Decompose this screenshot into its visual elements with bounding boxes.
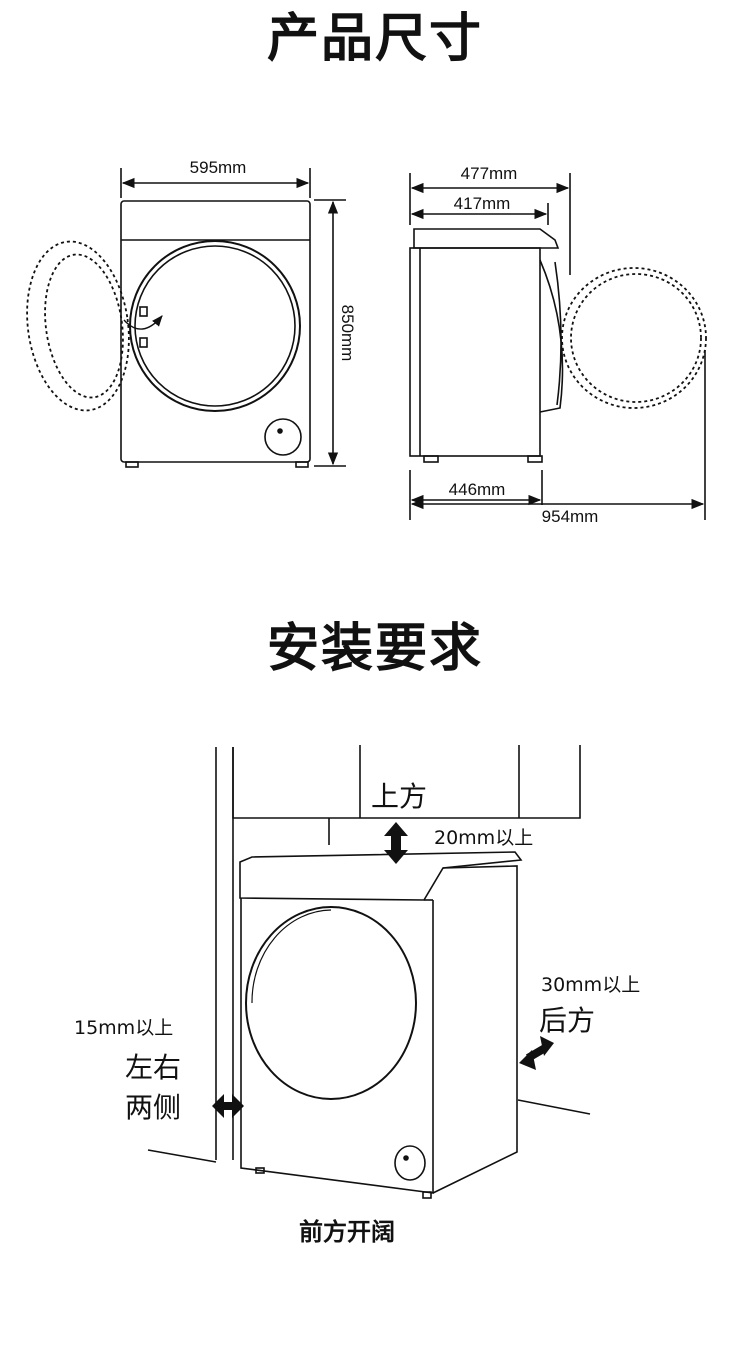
side-label-line1: 左右 [125, 1051, 181, 1084]
top-clearance-arrow [384, 822, 408, 864]
top-clearance-label: 20mm以上 [434, 827, 533, 849]
side-depth-door-open-label: 954mm [542, 507, 599, 526]
side-depth-body-label: 417mm [454, 194, 511, 213]
installation-requirements-title: 安装要求 [266, 619, 483, 679]
side-label-line2: 两侧 [125, 1091, 181, 1124]
back-clearance-arrow [519, 1036, 554, 1070]
product-dimensions-title: 产品尺寸 [266, 9, 483, 69]
side-view-washer [409, 173, 706, 520]
front-width-label: 595mm [190, 158, 247, 177]
side-depth-feet-label: 446mm [449, 480, 506, 499]
side-open-door-dashed [561, 267, 707, 409]
top-label: 上方 [371, 780, 427, 813]
side-clearance-arrow [212, 1094, 244, 1118]
front-open-door-dashed [26, 240, 130, 412]
back-clearance-label: 30mm以上 [541, 974, 640, 996]
height-label: 850mm [338, 305, 357, 362]
side-clearance-label: 15mm以上 [74, 1017, 173, 1039]
side-depth-total-label: 477mm [461, 164, 518, 183]
installation-scene [147, 745, 591, 1199]
front-clear-label: 前方开阔 [299, 1218, 395, 1246]
back-label: 后方 [539, 1004, 595, 1037]
front-view-washer [120, 168, 346, 468]
